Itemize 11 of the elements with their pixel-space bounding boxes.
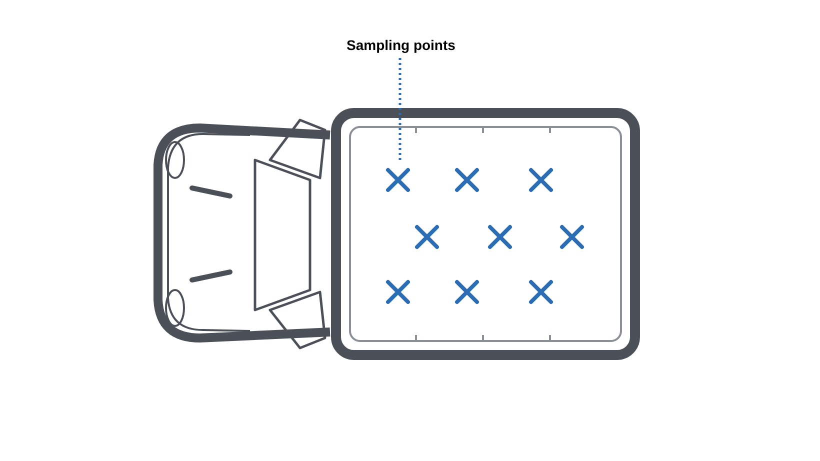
- leader-line: [398, 58, 402, 161]
- sampling-cross-mark: [487, 224, 513, 250]
- sampling-cross-mark: [559, 224, 585, 250]
- sampling-cross-mark: [454, 279, 480, 305]
- callout-label: Sampling points: [346, 36, 456, 55]
- sampling-cross-mark: [414, 224, 440, 250]
- sampling-cross-mark: [454, 167, 480, 193]
- sampling-cross-mark: [528, 167, 554, 193]
- sampling-cross-mark: [528, 279, 554, 305]
- sampling-cross-mark: [385, 167, 411, 193]
- sampling-cross-mark: [385, 279, 411, 305]
